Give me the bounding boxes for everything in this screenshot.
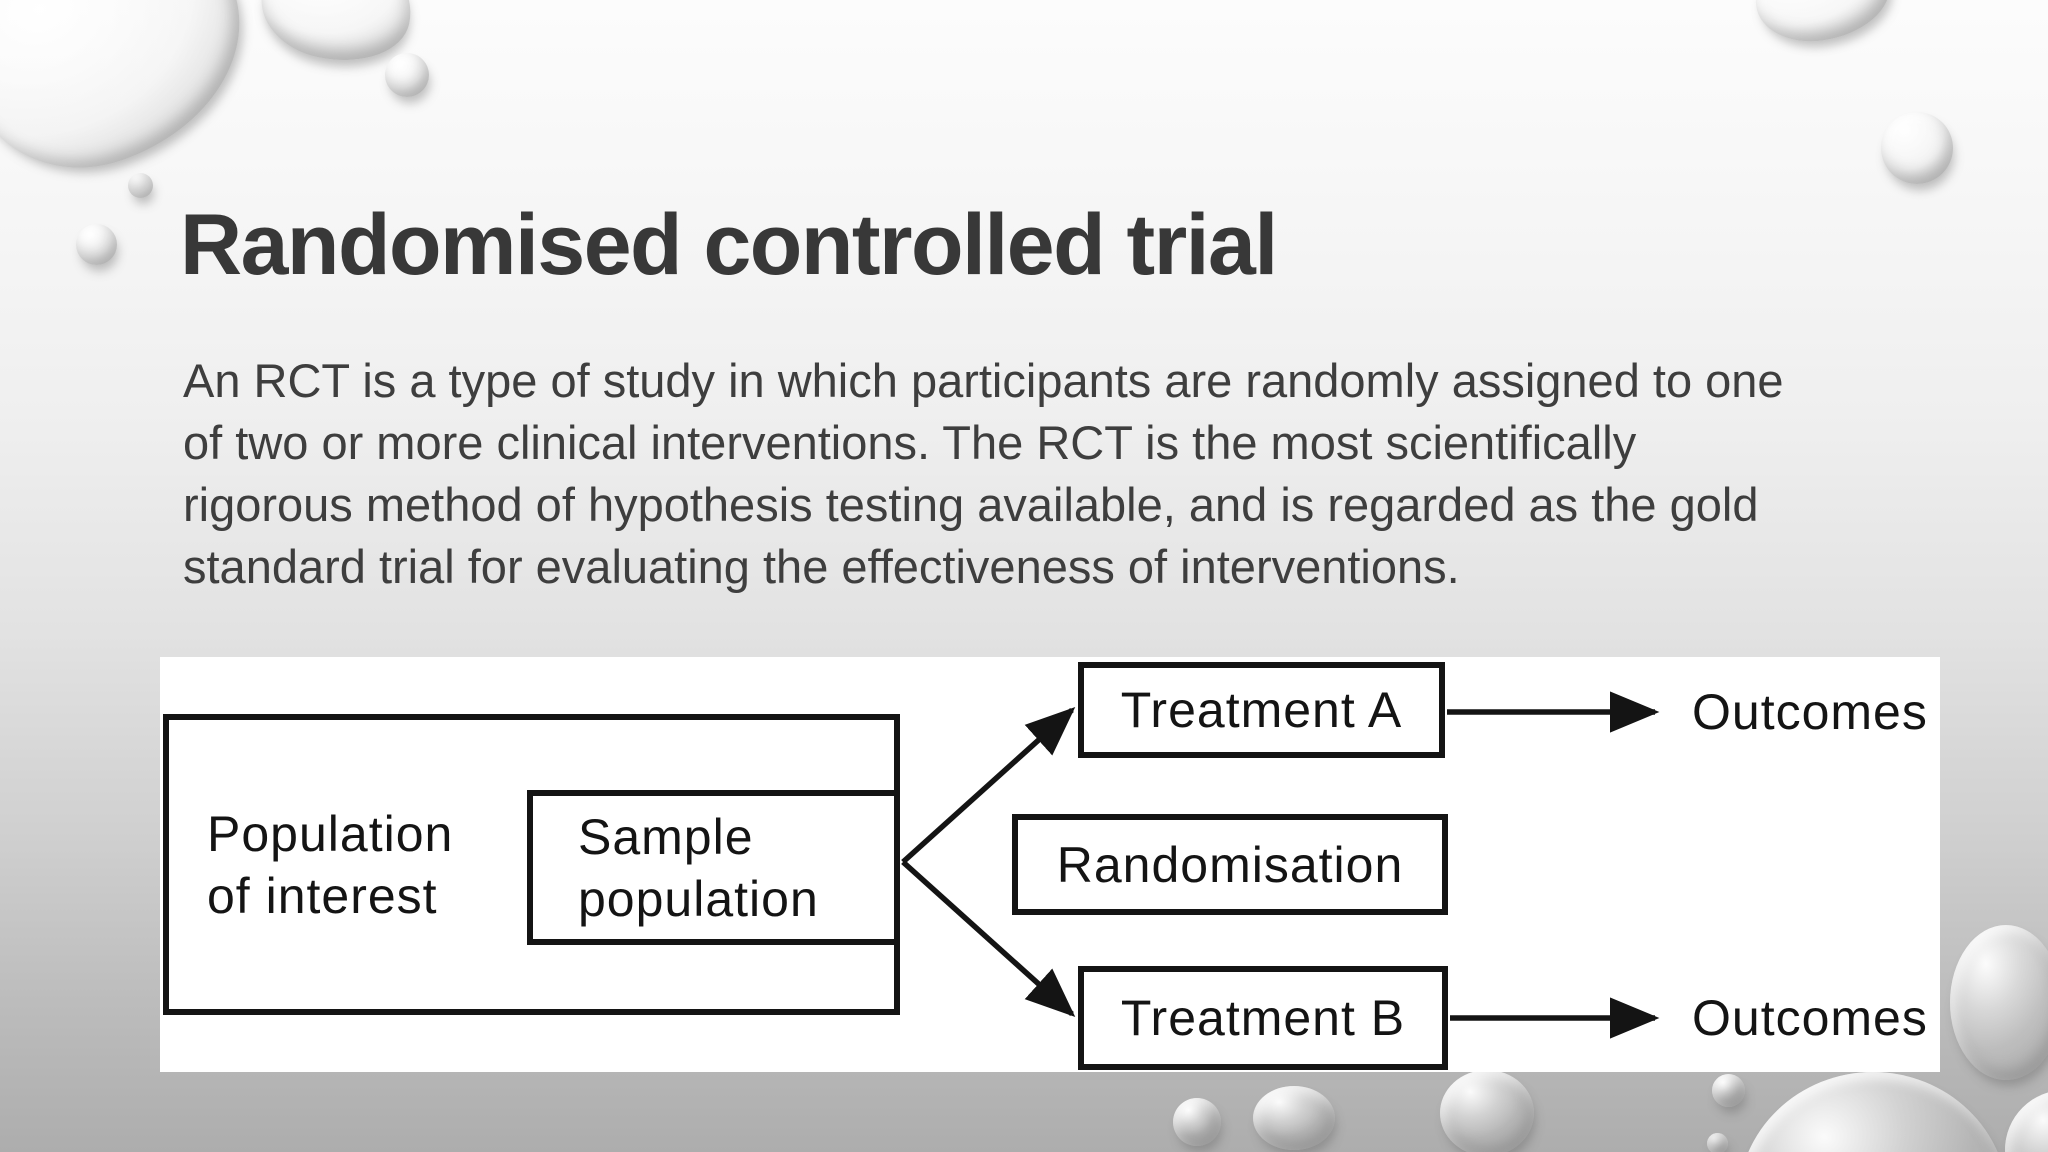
water-droplet-decoration [1950, 925, 2048, 1080]
outcomes-bottom-label: Outcomes [1692, 990, 1928, 1046]
water-droplet-decoration [1173, 1098, 1221, 1146]
slide-body-paragraph: An RCT is a type of study in which parti… [183, 350, 1983, 598]
sample-population-label: Sample population [578, 808, 819, 927]
water-droplet-decoration [1712, 1074, 1745, 1107]
rct-flow-diagram: Population of interest Sample population… [160, 657, 1940, 1072]
water-droplet-decoration [1738, 1072, 2008, 1152]
treatment-a-label: Treatment A [1120, 682, 1403, 738]
population-of-interest-label: Population of interest [207, 805, 454, 924]
water-droplet-decoration [0, 0, 273, 198]
water-droplet-decoration [76, 224, 117, 265]
slide-title: Randomised controlled trial [180, 197, 1278, 293]
water-droplet-decoration [2005, 1090, 2048, 1152]
water-droplet-decoration [385, 53, 429, 97]
water-droplet-decoration [1440, 1070, 1534, 1152]
water-droplet-decoration [1707, 1133, 1728, 1152]
water-droplet-decoration [128, 173, 153, 198]
water-droplet-decoration [1881, 112, 1953, 184]
randomisation-label: Randomisation [1056, 836, 1404, 893]
outcomes-top-label: Outcomes [1692, 684, 1928, 740]
randomisation-box: Randomisation [1012, 814, 1448, 915]
sample-population-box: Sample population [527, 790, 900, 945]
body-line: rigorous method of hypothesis testing av… [183, 478, 1759, 531]
treatment-a-box: Treatment A [1078, 662, 1445, 758]
body-line: An RCT is a type of study in which parti… [183, 354, 1784, 407]
body-line: standard trial for evaluating the effect… [183, 540, 1460, 593]
treatment-b-label: Treatment B [1120, 990, 1406, 1046]
water-droplet-decoration [1749, 0, 1896, 49]
treatment-b-box: Treatment B [1078, 966, 1448, 1070]
water-droplet-decoration [1253, 1086, 1335, 1150]
body-line: of two or more clinical interventions. T… [183, 416, 1637, 469]
